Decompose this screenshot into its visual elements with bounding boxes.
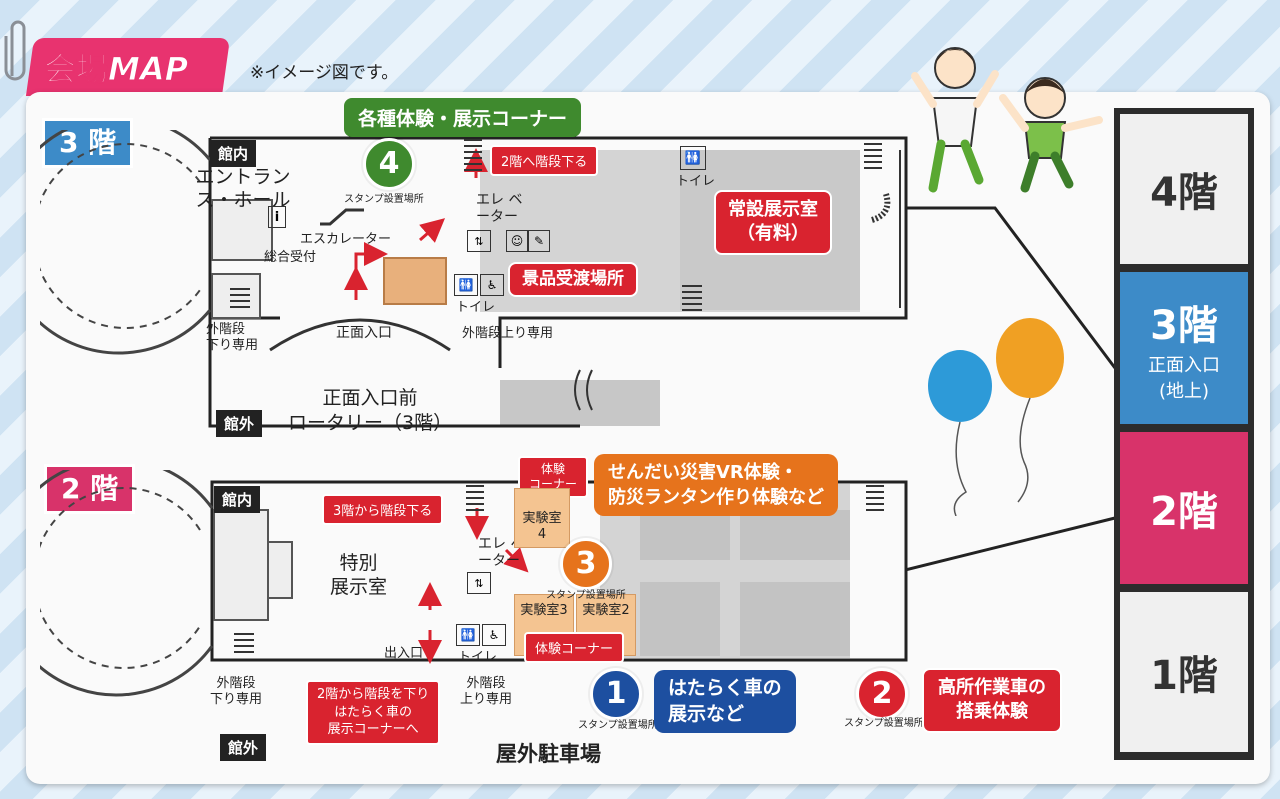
wheelchair-icon: ♿ — [482, 624, 506, 646]
floor2-outer-stairs-down: 外階段下り専用 — [210, 676, 263, 707]
stairs-down-callout: 2階へ階段下る — [490, 145, 599, 176]
stairs-icon — [864, 143, 882, 169]
floor2-outside-label: 館外 — [220, 734, 267, 761]
stamp3-marker[interactable]: 3 — [560, 538, 612, 590]
image-note: ※イメージ図です。 — [250, 63, 399, 83]
experience-corner-bottom: 体験コーナー — [524, 632, 625, 663]
floor2-outer-stairs-up: 外階段上り専用 — [460, 676, 513, 707]
info-desk-label: 総合受付 — [264, 250, 317, 265]
entrance-hall-label: エントランス・ホール — [195, 166, 291, 211]
children-illustration — [911, 47, 1103, 193]
floor3-inside-label: 館内 — [210, 140, 257, 167]
stamp3-label: スタンプ設置場所 — [546, 590, 626, 601]
route-callout: 2階から階段を下りはたらく車の展示コーナーへ — [306, 680, 441, 745]
stamp4-marker[interactable]: 4 — [363, 138, 415, 190]
escalator-icon — [320, 208, 364, 226]
stamp1-callout: はたらく車の展示など — [654, 670, 796, 734]
baby-icon: ☺ — [506, 230, 528, 252]
stairs-callout: 3階から階段下る — [322, 494, 444, 525]
stamp2-callout: 高所作業車の搭乗体験 — [922, 668, 1062, 733]
floor3-outer-stairs-down: 外階段下り専用 — [206, 322, 259, 353]
toilet-icon: 🚻 — [680, 146, 706, 170]
floor3-toilet-label: トイレ — [676, 174, 716, 189]
floor-legend: 4階 3階 正面入口 (地上) 2階 1階 — [1114, 108, 1254, 760]
floor2-inside-label: 館内 — [214, 486, 261, 513]
stairs-icon — [234, 633, 254, 653]
legend-floor4[interactable]: 4階 — [1120, 114, 1248, 264]
floor3-plan — [40, 130, 908, 428]
stamp1-marker[interactable]: 1 — [590, 668, 642, 720]
elevator-icon: ⇅ — [467, 572, 491, 594]
legend-connectors — [905, 206, 1117, 572]
vr-callout: せんだい災害VR体験・防災ランタン作り体験など — [594, 454, 838, 517]
special-exhibit-label: 特別展示室 — [330, 552, 388, 598]
main-entrance-label: 正面入口 — [336, 325, 392, 341]
corner-callout: 各種体験・展示コーナー — [344, 98, 582, 137]
floor3-outer-stairs-up: 外階段上り専用 — [462, 326, 554, 341]
parking-label: 屋外駐車場 — [496, 742, 601, 766]
permanent-exhibit-callout: 常設展示室（有料） — [714, 190, 832, 255]
balloon-icon — [928, 318, 1064, 516]
experience-corner-top: 体験コーナー — [518, 456, 589, 498]
stamp2-label: スタンプ設置場所 — [844, 718, 924, 729]
map-title: 会場MAP — [43, 50, 189, 89]
paperclip-icon — [4, 20, 26, 81]
stairs-icon — [464, 139, 482, 171]
legend-floor1[interactable]: 1階 — [1120, 592, 1248, 752]
elevator-icon: ⇅ — [467, 230, 491, 252]
nursing-icon: ✎ — [528, 230, 550, 252]
stairs-icon — [230, 288, 250, 308]
info-icon: i — [268, 206, 286, 228]
stairs-icon — [466, 485, 484, 511]
stairs-icon — [682, 285, 702, 311]
stamp1-label: スタンプ設置場所 — [578, 720, 658, 731]
toilet-icon: 🚻 — [456, 624, 480, 646]
wheelchair-icon: ♿ — [480, 274, 504, 296]
floor2-toilet-label: トイレ — [458, 650, 498, 665]
exit-label: 出入口 — [384, 646, 424, 661]
stamp4-label: スタンプ設置場所 — [344, 194, 424, 205]
legend-floor3[interactable]: 3階 正面入口 (地上) — [1120, 272, 1248, 424]
legend-floor2[interactable]: 2階 — [1120, 432, 1248, 584]
prize-callout: 景品受渡場所 — [508, 262, 638, 297]
toilet-icon: 🚻 — [454, 274, 478, 296]
spiral-stairs-icon — [870, 193, 891, 223]
floor3-elevator-label: エレ ベーター — [476, 192, 523, 225]
escalator-label: エスカレーター — [300, 232, 392, 247]
stairs-icon — [866, 485, 884, 511]
stamp2-marker[interactable]: 2 — [856, 668, 908, 720]
floor3-toilet2-label: トイレ — [456, 300, 496, 315]
floor2-elevator-label: エレ ベーター — [478, 536, 525, 569]
floor3-outside-label: 館外 — [216, 410, 263, 437]
rotary-label: 正面入口前ロータリー（3階） — [288, 387, 453, 434]
